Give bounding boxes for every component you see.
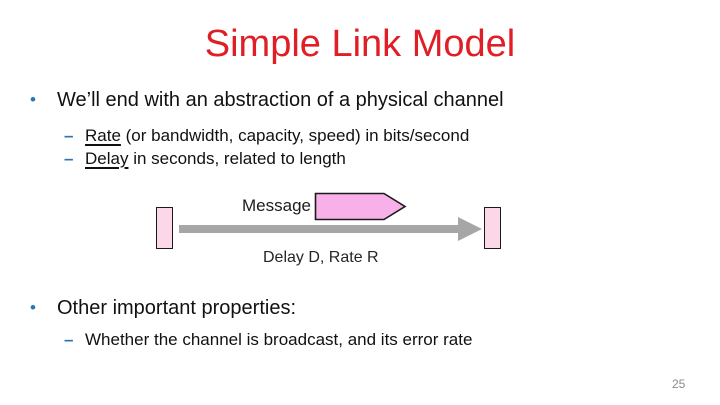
- bullet-dot-icon: •: [30, 90, 36, 109]
- dash-icon: –: [64, 330, 74, 349]
- bullet-text: Other important properties:: [57, 297, 296, 319]
- channel-arrow-shaft: [179, 225, 461, 233]
- sub-bullet-text: Whether the channel is broadcast, and it…: [85, 328, 472, 351]
- bullet-item-channel-abstraction: • We’ll end with an abstraction of a phy…: [28, 87, 698, 113]
- dash-icon: –: [64, 149, 74, 168]
- bullet-item-other-properties: • Other important properties:: [28, 295, 698, 321]
- node-right: [484, 207, 501, 249]
- message-label: Message: [242, 196, 311, 215]
- message-pentagon-icon: [314, 192, 407, 221]
- delay-rate-caption: Delay D, Rate R: [263, 249, 379, 266]
- sub-bullet-rest: (or bandwidth, capacity, speed) in bits/…: [120, 126, 470, 145]
- bullet-text: We’ll end with an abstraction of a physi…: [57, 89, 504, 111]
- sub-bullet-delay: – Delay in seconds, related to length: [64, 147, 704, 170]
- channel-arrow-head-icon: [458, 217, 482, 241]
- sub-bullet-text: Rate (or bandwidth, capacity, speed) in …: [85, 124, 469, 147]
- sub-bullet-rest: Whether the channel is broadcast, and it…: [85, 330, 473, 349]
- sub-bullet-rest: in seconds, related to length: [128, 149, 346, 168]
- dash-icon: –: [64, 126, 74, 145]
- bullet-dot-icon: •: [30, 298, 36, 317]
- node-left: [156, 207, 173, 249]
- underlined-term-delay: Delay: [85, 149, 129, 168]
- sub-bullet-broadcast: – Whether the channel is broadcast, and …: [64, 328, 704, 351]
- sub-bullet-rate: – Rate (or bandwidth, capacity, speed) i…: [64, 124, 704, 147]
- message-shape: [314, 192, 407, 221]
- slide-title: Simple Link Model: [204, 23, 516, 65]
- sub-bullet-text: Delay in seconds, related to length: [85, 147, 346, 170]
- underlined-term-rate: Rate: [85, 126, 121, 145]
- page-number: 25: [672, 377, 686, 391]
